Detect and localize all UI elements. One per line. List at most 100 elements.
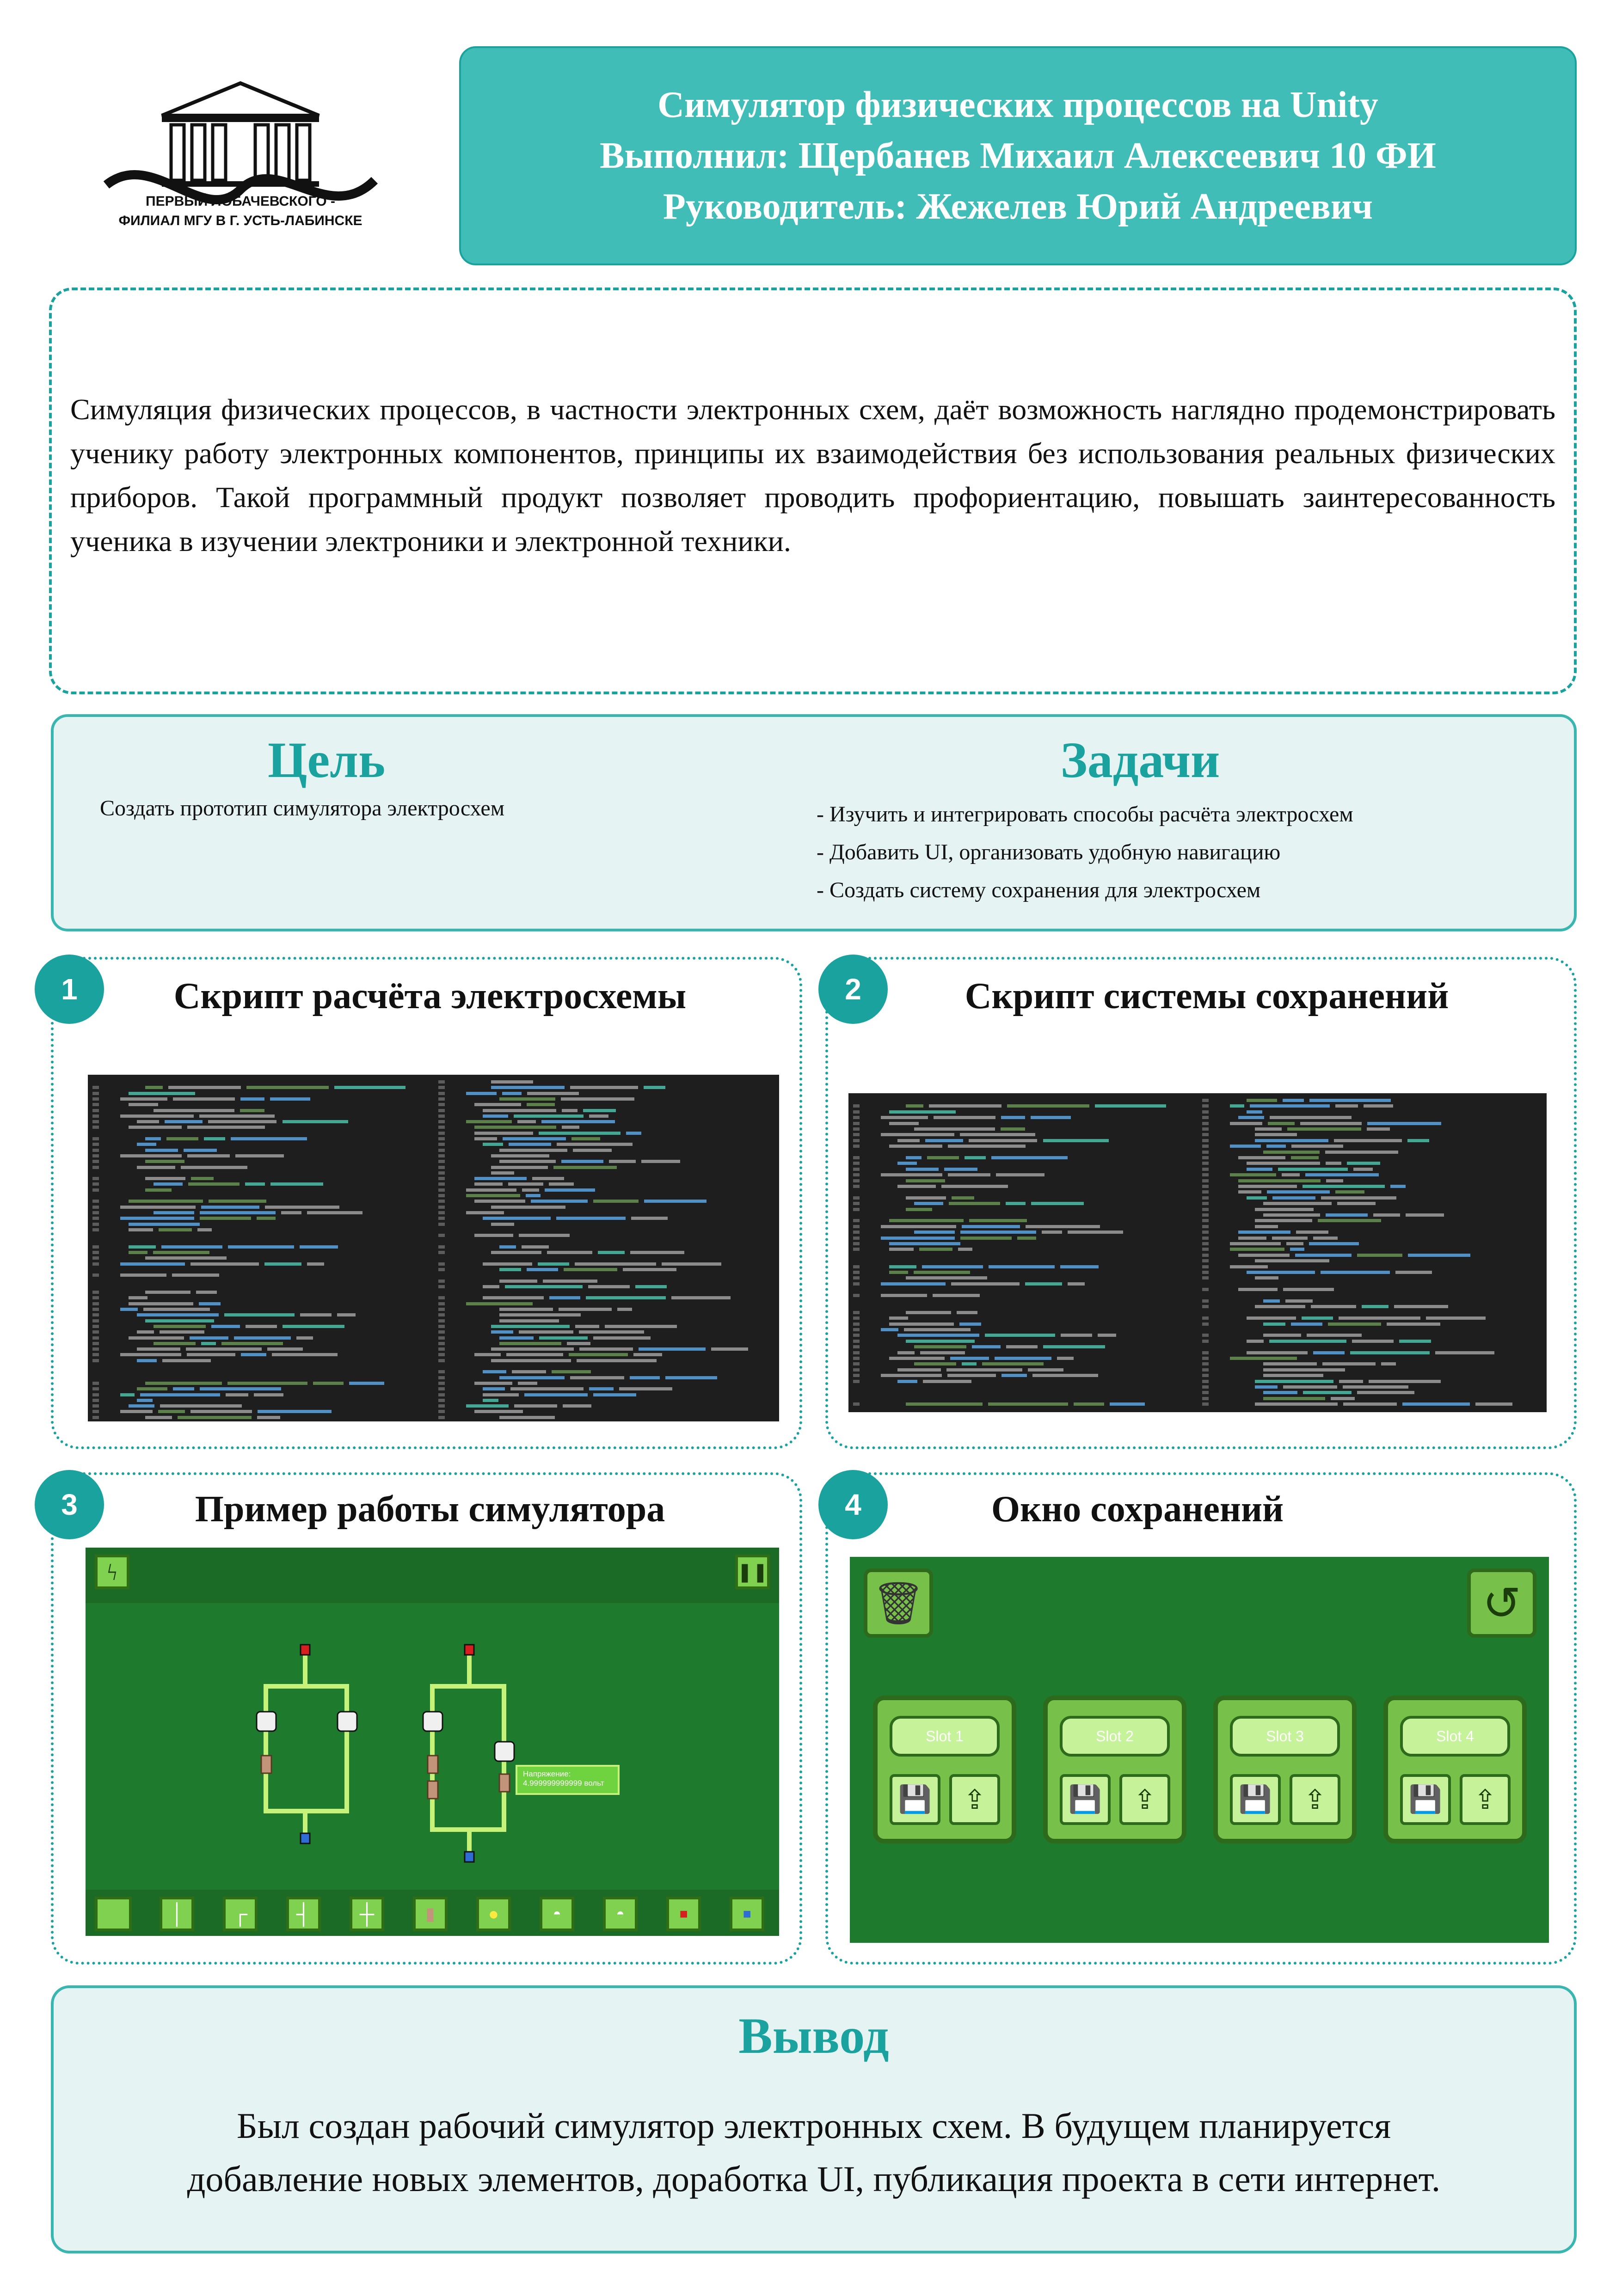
code-line-number — [1202, 1162, 1209, 1165]
code-token — [1255, 1139, 1328, 1142]
code-token — [527, 1103, 555, 1107]
code-token — [1302, 1316, 1333, 1320]
code-line-number — [1202, 1145, 1209, 1148]
code-token — [187, 1154, 230, 1157]
code-token — [1238, 1231, 1291, 1234]
pause-icon[interactable]: ❚❚ — [735, 1555, 770, 1589]
code-token — [1005, 1202, 1026, 1206]
code-token — [906, 1179, 946, 1182]
code-token — [972, 1345, 1001, 1349]
wire-straight-icon[interactable]: │ — [160, 1897, 194, 1931]
voltmeter-icon[interactable]: ◓ — [603, 1897, 638, 1931]
code-token — [508, 1182, 544, 1186]
code-line-number — [92, 1182, 99, 1186]
code-line-number — [92, 1120, 99, 1124]
voltage-tooltip: Напряжение: 4.999999999999 вольт — [516, 1765, 620, 1795]
code-token — [491, 1330, 514, 1334]
code-token — [995, 1357, 1051, 1360]
lightning-icon[interactable]: ϟ — [95, 1555, 129, 1589]
upload-icon[interactable]: ⇪ — [1290, 1774, 1340, 1825]
code-line-number — [438, 1313, 445, 1317]
empty-tool-icon[interactable] — [95, 1897, 132, 1931]
code-token — [137, 1120, 159, 1124]
code-token — [491, 1347, 574, 1351]
conclusion-heading: Вывод — [738, 2008, 889, 2064]
panel-number-badge: 2 — [818, 955, 888, 1024]
code-token — [264, 1262, 301, 1266]
wire-tee-icon[interactable]: ┤ — [286, 1897, 321, 1931]
code-token — [506, 1353, 563, 1357]
code-line-number — [92, 1341, 99, 1345]
wire-cross-icon[interactable]: ┼ — [350, 1897, 384, 1931]
slot-name-button[interactable]: Slot 3 — [1230, 1716, 1340, 1757]
minus-terminal-icon[interactable]: ■ — [730, 1897, 764, 1931]
slot-name-button[interactable]: Slot 1 — [890, 1716, 1000, 1757]
code-line-number — [92, 1410, 99, 1414]
code-token — [270, 1097, 311, 1101]
code-line-number — [1202, 1259, 1209, 1263]
conclusion-section: Вывод Был создан рабочий симулятор элект… — [51, 1985, 1577, 2253]
floppy-save-icon[interactable]: 💾 — [890, 1774, 940, 1825]
code-token — [711, 1347, 748, 1351]
sim-top-bar — [86, 1548, 779, 1603]
code-token — [1295, 1253, 1352, 1257]
tasks-list: - Изучить и интегрировать способы расчёт… — [817, 796, 1353, 909]
code-line-number — [853, 1265, 860, 1268]
code-token — [1394, 1305, 1449, 1309]
code-token — [671, 1296, 731, 1300]
code-token — [1255, 1402, 1338, 1406]
code-token — [1043, 1139, 1109, 1142]
code-line-number — [92, 1313, 99, 1317]
code-token — [1362, 1305, 1389, 1309]
code-line-number — [1202, 1248, 1209, 1251]
floppy-save-icon[interactable]: 💾 — [1060, 1774, 1111, 1825]
code-token — [1339, 1379, 1364, 1383]
floppy-save-icon[interactable]: 💾 — [1230, 1774, 1281, 1825]
code-line-number — [438, 1148, 445, 1152]
code-line-number — [1202, 1110, 1209, 1114]
code-token — [172, 1274, 219, 1277]
upload-icon[interactable]: ⇪ — [1119, 1774, 1170, 1825]
code-line-number — [853, 1328, 860, 1331]
trash-icon[interactable]: 🗑 — [864, 1568, 933, 1638]
floppy-save-icon[interactable]: 💾 — [1400, 1774, 1451, 1825]
code-token — [145, 1188, 172, 1192]
back-arrow-icon[interactable]: ↺ — [1467, 1568, 1536, 1638]
code-token — [1286, 1242, 1303, 1245]
conclusion-line2: добавление новых элементов, доработка UI… — [187, 2159, 1441, 2199]
code-token — [129, 1103, 159, 1107]
code-token — [1017, 1236, 1036, 1240]
plus-terminal-icon[interactable]: ■ — [666, 1897, 701, 1931]
panel-title: Скрипт системы сохранений — [965, 976, 1449, 1016]
code-line-number — [1202, 1121, 1209, 1125]
code-token — [499, 1245, 516, 1249]
code-token — [240, 1097, 264, 1101]
upload-icon[interactable]: ⇪ — [949, 1774, 1000, 1825]
code-token — [906, 1310, 952, 1314]
code-token — [643, 1086, 665, 1090]
lamp-icon[interactable]: ● — [476, 1897, 511, 1931]
code-line-number — [438, 1103, 445, 1107]
code-line-number — [438, 1381, 445, 1385]
wire-corner-icon[interactable]: ┌ — [223, 1897, 258, 1931]
code-token — [906, 1196, 946, 1200]
code-token — [1278, 1167, 1348, 1171]
code-line-number — [1202, 1334, 1209, 1337]
slot-name-button[interactable]: Slot 2 — [1060, 1716, 1170, 1757]
code-line-number — [853, 1145, 860, 1148]
code-line-number — [853, 1202, 860, 1206]
code-token — [1030, 1116, 1071, 1120]
code-token — [221, 1341, 283, 1345]
code-token — [1322, 1362, 1376, 1366]
upload-icon[interactable]: ⇪ — [1460, 1774, 1511, 1825]
code-token — [1313, 1351, 1345, 1354]
ammeter-icon[interactable]: ◓ — [540, 1897, 574, 1931]
slot-name-button[interactable]: Slot 4 — [1400, 1716, 1510, 1757]
code-line-number — [438, 1108, 445, 1112]
code-token — [137, 1313, 219, 1317]
resistor-icon[interactable]: ▮ — [413, 1897, 448, 1931]
code-token — [1263, 1299, 1280, 1303]
code-token — [589, 1387, 614, 1391]
code-line-number — [438, 1353, 445, 1357]
code-token — [630, 1376, 660, 1379]
